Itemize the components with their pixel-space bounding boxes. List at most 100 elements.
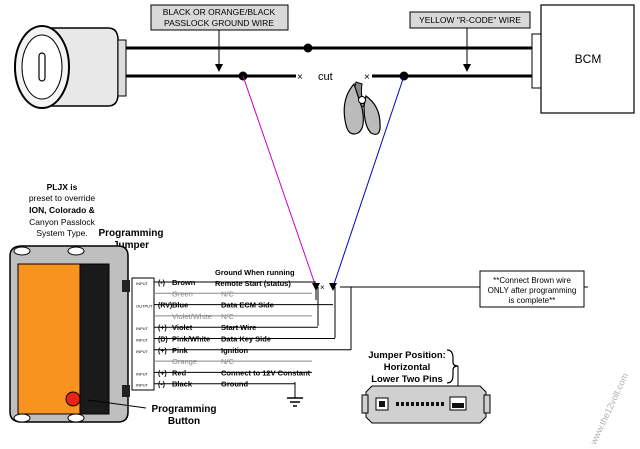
- svg-text:Horizontal: Horizontal: [384, 362, 430, 373]
- svg-text:Canyon Passlock: Canyon Passlock: [29, 217, 95, 227]
- connector-pin: [411, 402, 414, 406]
- svg-text:Lower Two Pins: Lower Two Pins: [371, 374, 443, 385]
- wire-color-name: Brown: [172, 278, 196, 287]
- wire-row: INPUT (+) Violet Start Wire: [136, 323, 318, 332]
- connector-pin: [396, 402, 399, 406]
- svg-text:preset to override: preset to override: [29, 193, 95, 203]
- svg-text:Ground When running: Ground When running: [215, 268, 295, 277]
- wire-row: INPUT (+) Pink Ignition: [136, 346, 351, 355]
- blue-route: [332, 75, 405, 288]
- svg-text:is complete**: is complete**: [509, 296, 556, 305]
- ground-wire-callout: BLACK OR ORANGE/BLACK PASSLOCK GROUND WI…: [150, 4, 289, 72]
- wire-type: OUTPUT: [136, 304, 153, 309]
- cut-label: cut: [318, 71, 333, 83]
- wire-polarity: (+): [158, 348, 167, 355]
- wire-polarity: (+): [158, 370, 167, 377]
- connector-pin: [431, 402, 434, 406]
- wire-color-name: Violet: [172, 323, 193, 332]
- wire-row: INPUT (+) Red Connect to 12V Constant: [136, 368, 312, 377]
- wire-cutters-icon: [343, 81, 381, 135]
- svg-text:×: ×: [297, 72, 303, 83]
- rcode-wire-callout: YELLOW "R-CODE" WIRE: [409, 11, 531, 72]
- wire-row: INPUT (-) Brown: [136, 278, 316, 287]
- wire-type: INPUT: [136, 349, 149, 354]
- routing-lines: [315, 287, 352, 350]
- module-side-view: [361, 385, 491, 424]
- wire-row: Violet/White N/C: [154, 312, 312, 321]
- watermark: www.the12volt.com: [588, 371, 630, 444]
- wire-description: Start Wire: [221, 323, 256, 332]
- wire-description: N/C: [221, 312, 235, 321]
- wire-type: INPUT: [136, 371, 149, 376]
- connector-pin: [416, 402, 419, 406]
- wire-row: INPUT (D) Pink/White Data Key Side: [136, 335, 335, 344]
- bcm-module: BCM: [531, 4, 635, 114]
- svg-text:PASSLOCK GROUND WIRE: PASSLOCK GROUND WIRE: [164, 18, 274, 28]
- bcm-label: BCM: [575, 52, 602, 66]
- svg-text:Jumper Position:: Jumper Position:: [368, 350, 446, 361]
- wire-description: N/C: [221, 357, 235, 366]
- wire-color-name: Pink/White: [172, 335, 210, 344]
- wire-polarity: (RV): [158, 303, 172, 310]
- wire-description: Connect to 12V Constant: [221, 368, 311, 377]
- connector-pin: [441, 402, 444, 406]
- programming-button-label: Programming Button: [87, 399, 217, 427]
- wire-row: Orange N/C: [154, 357, 312, 366]
- module-note: PLJX is preset to override ION, Colorado…: [29, 182, 96, 238]
- svg-text:ONLY after programming: ONLY after programming: [488, 286, 577, 295]
- wire-type: INPUT: [136, 281, 149, 286]
- programming-button[interactable]: [65, 391, 81, 407]
- wire-color-name: Pink: [172, 346, 189, 355]
- svg-text:Button: Button: [168, 416, 200, 427]
- connector-pin: [421, 402, 424, 406]
- connector-pin: [426, 402, 429, 406]
- svg-text:YELLOW "R-CODE" WIRE: YELLOW "R-CODE" WIRE: [419, 15, 521, 25]
- ignition-cylinder: [14, 25, 127, 109]
- wire-polarity: (+): [158, 325, 167, 332]
- wire-polarity: (-): [158, 280, 165, 287]
- svg-text:Jumper: Jumper: [113, 240, 149, 251]
- brown-wire-note: **Connect Brown wire ONLY after programm…: [479, 270, 585, 308]
- connector-pin: [406, 402, 409, 406]
- wire-type: INPUT: [136, 338, 149, 343]
- wire-row: INPUT (-) Black Ground: [136, 380, 295, 389]
- wire-color-name: Violet/White: [172, 312, 212, 321]
- svg-text:Programming: Programming: [98, 228, 163, 239]
- connector-pin: [401, 402, 404, 406]
- splice-dot: [303, 43, 313, 53]
- wire-description: N/C: [221, 289, 235, 298]
- svg-text:**Connect Brown wire: **Connect Brown wire: [493, 276, 571, 285]
- svg-text:Remote Start (status): Remote Start (status): [215, 279, 291, 288]
- svg-text:ION, Colorado &: ION, Colorado &: [29, 205, 95, 215]
- wire-connector: [131, 277, 155, 391]
- svg-text:PLJX is: PLJX is: [47, 182, 78, 192]
- programming-jumper: [122, 280, 130, 292]
- connector-pin: [436, 402, 439, 406]
- svg-text:System Type.: System Type.: [36, 228, 87, 238]
- wire-type: INPUT: [136, 326, 149, 331]
- wire-polarity: (D): [158, 337, 168, 344]
- svg-text:Programming: Programming: [151, 404, 216, 415]
- svg-text:×: ×: [364, 72, 370, 83]
- svg-text:×: ×: [320, 283, 325, 292]
- pljx-module: [9, 245, 130, 423]
- wire-description: Data ECM Side: [221, 301, 274, 310]
- wire-description: Ignition: [221, 346, 248, 355]
- wire-row: OUTPUT (RV)Blue Data ECM Side: [136, 301, 333, 310]
- wire-color-name: Red: [172, 368, 187, 377]
- wire-description: Ground: [221, 380, 248, 389]
- wire-type: INPUT: [136, 383, 149, 388]
- wire-row: Green N/C: [154, 289, 312, 298]
- svg-text:BLACK OR ORANGE/BLACK: BLACK OR ORANGE/BLACK: [163, 7, 276, 17]
- wire-polarity: (-): [158, 382, 165, 389]
- pink-white-route: [242, 75, 317, 288]
- ground-symbol: [287, 382, 303, 407]
- wire-color-name: Green: [172, 289, 193, 298]
- wire-color-name: Blue: [172, 301, 188, 310]
- wire-color-name: Orange: [172, 357, 197, 366]
- wire-color-name: Black: [172, 380, 193, 389]
- wire-description: Data Key Side: [221, 335, 271, 344]
